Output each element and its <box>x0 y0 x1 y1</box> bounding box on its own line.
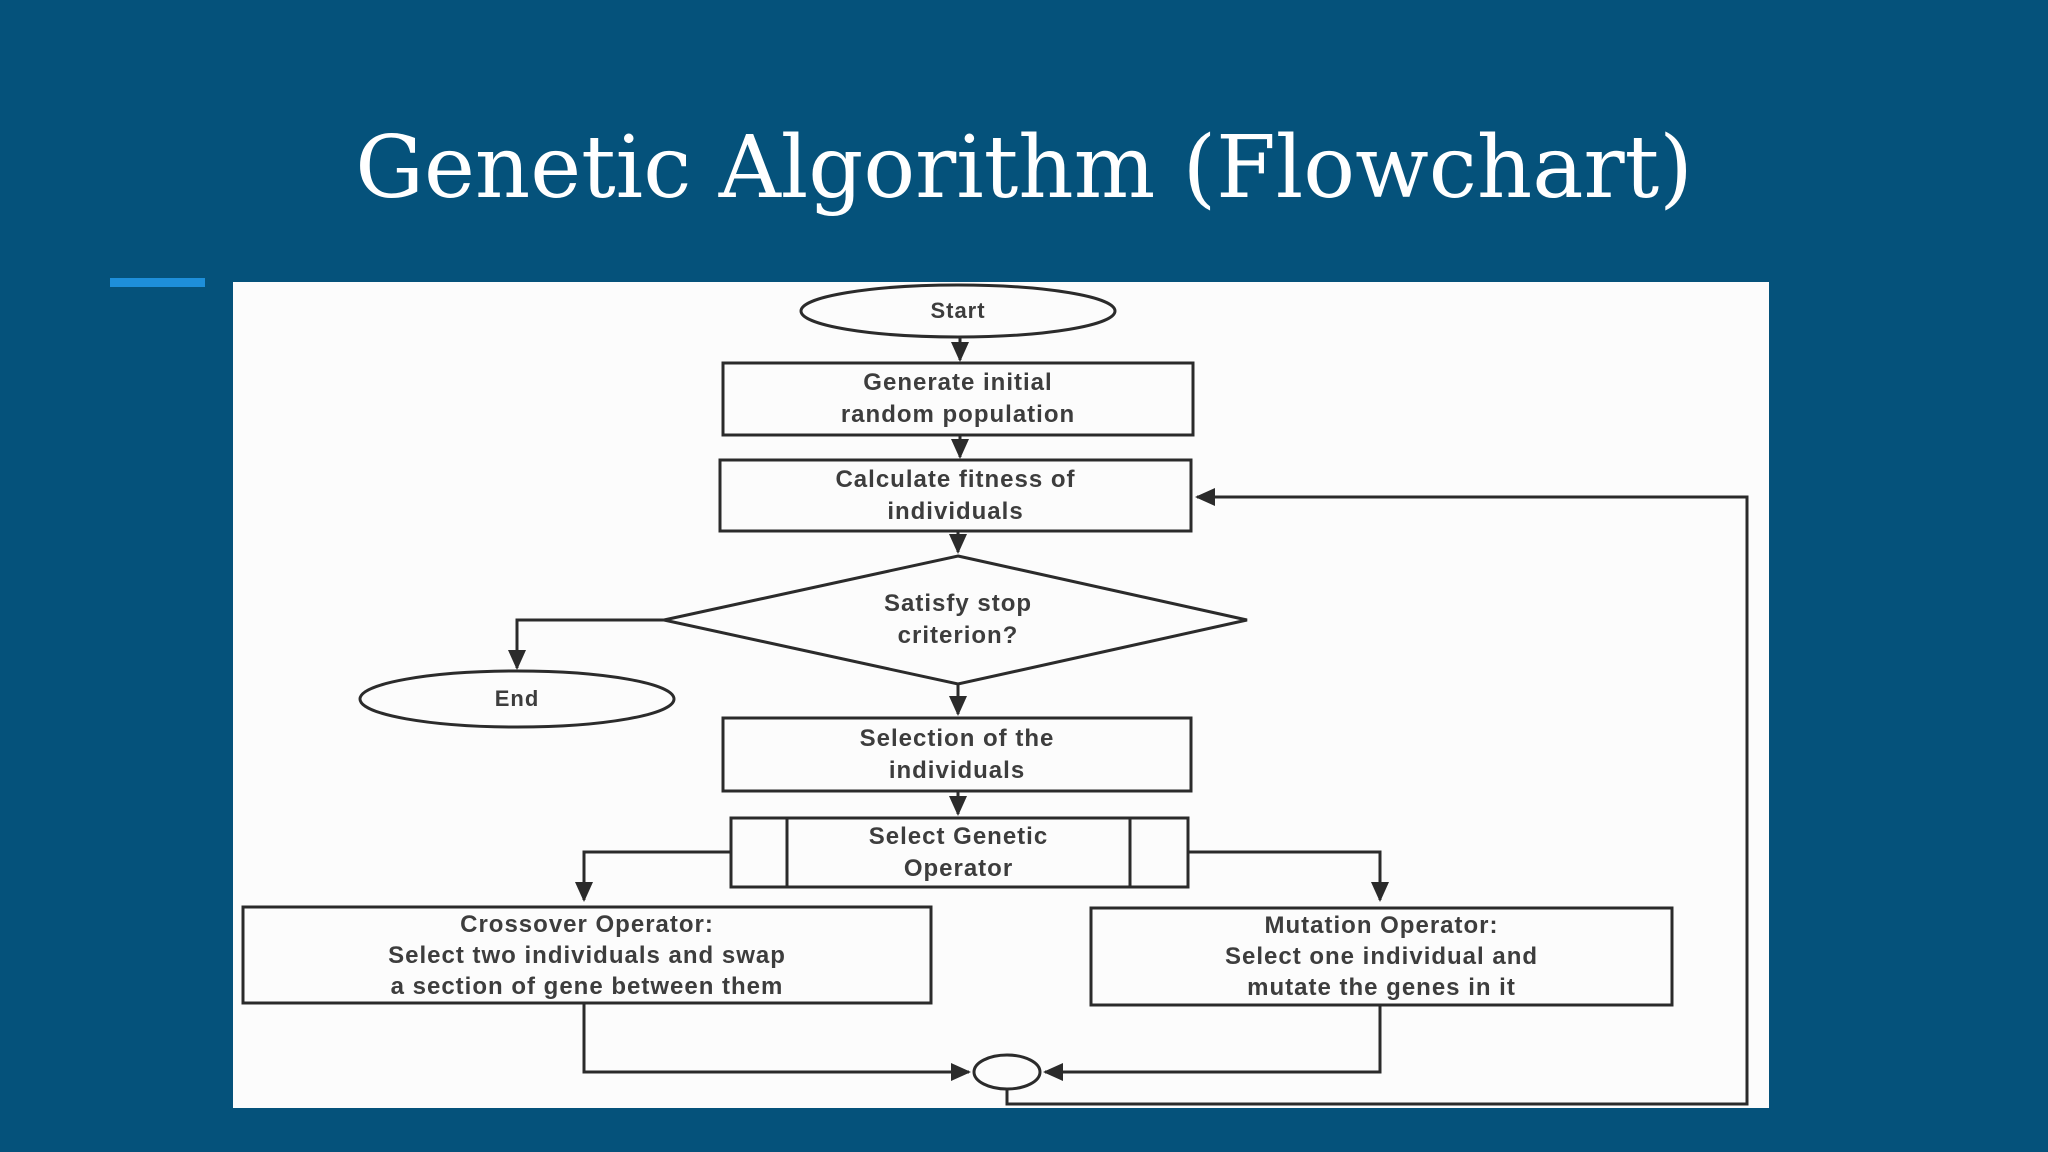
flowchart-drawing <box>241 283 1749 1106</box>
junction-node-shape <box>972 1053 1042 1091</box>
slide-title: Genetic Algorithm (Flowchart) <box>355 118 1693 218</box>
generate-node-shape <box>721 361 1195 437</box>
arrow-operator-to-mutation <box>1188 850 1389 902</box>
accent-bar <box>110 278 205 287</box>
end-node-shape <box>358 669 676 729</box>
crossover-node-label: Crossover Operator: Select two individua… <box>388 910 786 1000</box>
start-node-shape <box>799 283 1117 339</box>
selection-node-shape <box>721 716 1193 793</box>
start-node-label: Start <box>930 298 986 323</box>
mutation-node-shape <box>1089 906 1674 1007</box>
arrow-decision-to-end <box>508 618 664 670</box>
crossover-node-shape <box>241 905 933 1005</box>
arrow-crossover-to-junction <box>582 1003 971 1081</box>
flowchart-panel: Start Generate initial random population… <box>233 282 1769 1108</box>
decision-node-label: Satisfy stop criterion? <box>883 590 1033 649</box>
selection-node-label: Selection of the individuals <box>859 724 1055 784</box>
feedback-loop-to-calculate <box>1005 488 1749 1106</box>
calculate-node-label: Calculate fitness of individuals <box>835 465 1076 525</box>
end-node-label: End <box>494 686 540 711</box>
mutation-node-label: Mutation Operator: Select one individual… <box>1224 912 1539 1001</box>
arrow-mutation-to-junction <box>1043 1005 1382 1081</box>
generate-node-label: Generate initial random population <box>840 369 1076 428</box>
calculate-node-shape <box>718 458 1193 533</box>
arrow-operator-to-crossover <box>575 850 731 902</box>
operator-node-label: Select Genetic Operator <box>868 822 1049 882</box>
